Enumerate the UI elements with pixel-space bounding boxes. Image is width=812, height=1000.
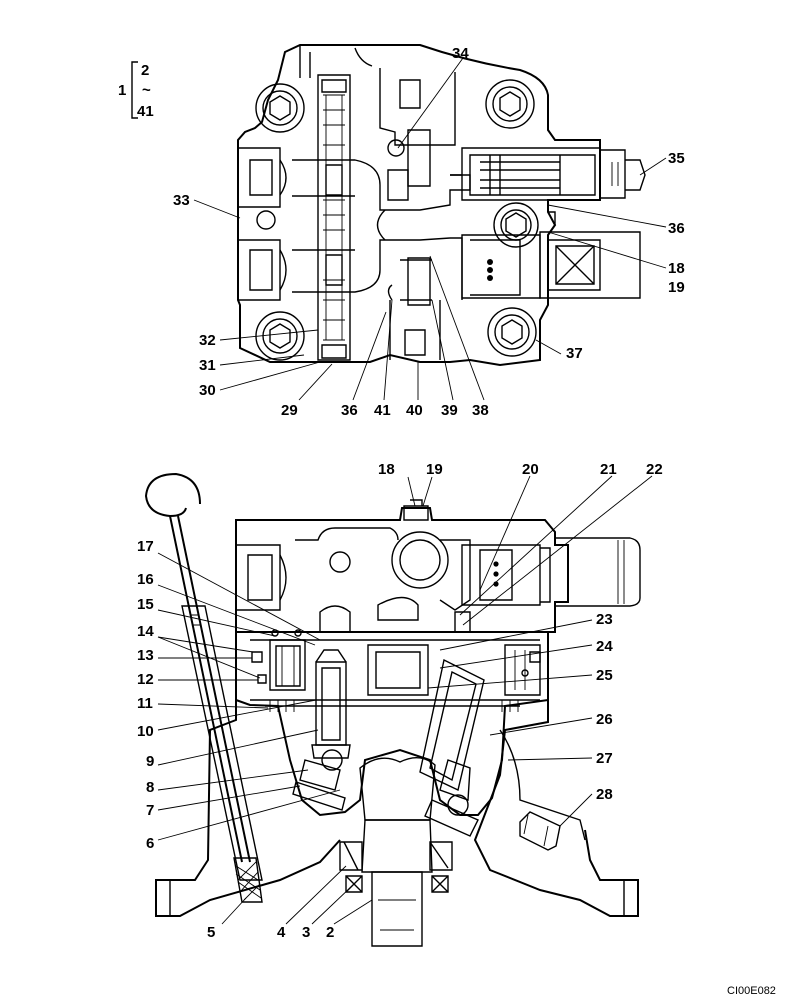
label-27: 27 (596, 750, 613, 767)
bolt-lower-right (487, 307, 537, 357)
label-9: 9 (146, 753, 154, 770)
label-17: 17 (137, 538, 154, 555)
label-26: 26 (596, 711, 613, 728)
solenoid-body (461, 211, 641, 299)
label-10: 10 (137, 723, 154, 740)
label-40: 40 (406, 402, 423, 419)
top-leaders (193, 57, 667, 401)
bottom-view-motor-section: 18 19 20 21 22 17 16 15 14 13 12 11 10 9… (137, 461, 663, 947)
drawing-code: CI00E082 (727, 985, 776, 997)
dipstick-hook (144, 472, 263, 903)
bracket-last-label: 41 (137, 103, 154, 120)
label-36-bottom: 36 (341, 402, 358, 419)
label-39: 39 (441, 402, 458, 419)
label-28: 28 (596, 786, 613, 803)
label-41: 41 (374, 402, 391, 419)
label-7: 7 (146, 802, 154, 819)
label-36-right: 36 (668, 220, 685, 237)
part-range-bracket: 1 2 ~ 41 (118, 61, 154, 120)
label-15: 15 (137, 596, 154, 613)
label-23: 23 (596, 611, 613, 628)
label-3: 3 (302, 924, 310, 941)
label-22: 22 (646, 461, 663, 478)
label-13: 13 (137, 647, 154, 664)
top-view-valve-block: 34 35 36 18 19 33 37 32 31 30 29 36 41 4… (173, 44, 685, 419)
bolt-upper-left (255, 83, 305, 133)
bracket-first-label: 2 (141, 62, 149, 79)
label-19-top: 19 (668, 279, 685, 296)
label-20: 20 (522, 461, 539, 478)
label-4: 4 (277, 924, 286, 941)
label-19-bottom: 19 (426, 461, 443, 478)
label-34: 34 (452, 45, 469, 62)
label-6: 6 (146, 835, 154, 852)
label-24: 24 (596, 638, 613, 655)
label-31: 31 (199, 357, 216, 374)
label-5: 5 (207, 924, 215, 941)
label-33: 33 (173, 192, 190, 209)
hex-plug (493, 202, 539, 248)
label-11: 11 (137, 695, 153, 712)
left-piston-assembly (292, 649, 351, 811)
label-30: 30 (199, 382, 216, 399)
label-25: 25 (596, 667, 613, 684)
label-32: 32 (199, 332, 216, 349)
bolt-upper-right (485, 79, 535, 129)
label-35: 35 (668, 150, 685, 167)
label-14: 14 (137, 623, 154, 640)
label-38: 38 (472, 402, 489, 419)
bracket-parent-label: 1 (118, 82, 126, 99)
spool-column (317, 74, 351, 361)
label-18-top: 18 (668, 260, 685, 277)
label-12: 12 (137, 671, 154, 688)
bracket-tilde: ~ (142, 82, 151, 99)
label-2: 2 (326, 924, 334, 941)
relief-valve-cartridge (461, 147, 646, 201)
label-29: 29 (281, 402, 298, 419)
label-18-bottom: 18 (378, 461, 395, 478)
bottom-leaders (157, 475, 653, 925)
label-16: 16 (137, 571, 154, 588)
right-piston-assembly (419, 658, 485, 837)
label-21: 21 (600, 461, 617, 478)
label-37: 37 (566, 345, 583, 362)
label-8: 8 (146, 779, 154, 796)
